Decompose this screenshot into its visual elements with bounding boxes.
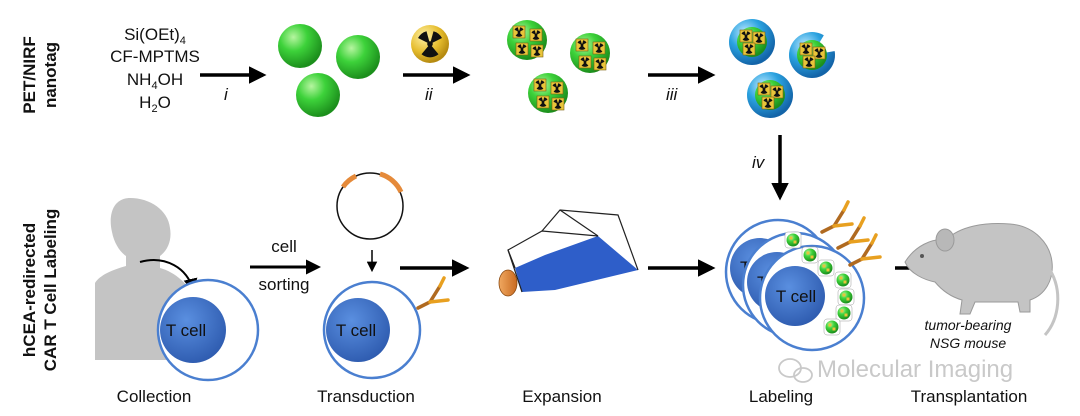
shelled-nanotag xyxy=(789,32,835,78)
top-row-label: PET/NIRF nanotag xyxy=(20,36,60,113)
flask-cap xyxy=(498,269,518,297)
bottom-row-label-line1: hCEA-redirected xyxy=(20,223,39,357)
step-captions: Collection Transduction Expansion Labeli… xyxy=(117,387,1028,406)
bound-nanotag xyxy=(823,318,841,336)
radioactive-icon xyxy=(411,25,449,63)
arrow-step-iv: iv xyxy=(752,135,789,201)
reagent-teos: Si(OEt)4 xyxy=(124,25,186,47)
labeled-car-t-cells: T T T cell xyxy=(724,200,882,352)
plasmid-vector xyxy=(336,171,404,273)
reagent-nh4oh: NH4OH xyxy=(127,70,183,92)
bound-nanotag xyxy=(801,246,819,264)
mouse-label-line1: tumor-bearing xyxy=(925,317,1012,333)
bound-nanotag xyxy=(834,271,852,289)
shelled-nanotag xyxy=(747,72,793,118)
cell-sorting-line2: sorting xyxy=(258,275,309,294)
caption-transduction: Transduction xyxy=(317,387,415,406)
bound-nanotag xyxy=(817,259,835,277)
arrow-step-ii: ii xyxy=(403,66,471,104)
bottom-row-label-line2: CAR T Cell Labeling xyxy=(41,209,60,371)
car-antibody xyxy=(416,276,450,310)
bound-nanotag xyxy=(835,304,853,322)
arrow-step-i: i xyxy=(200,66,267,104)
silica-sphere xyxy=(296,73,340,117)
shelled-nanotags xyxy=(729,19,835,118)
bound-nanotag xyxy=(837,288,855,306)
caption-collection: Collection xyxy=(117,387,192,406)
top-row-label-line1: PET/NIRF xyxy=(20,36,39,113)
wechat-icon xyxy=(778,358,813,383)
caption-labeling: Labeling xyxy=(749,387,813,406)
silica-nanoparticles xyxy=(278,24,380,117)
nanotag-sphere xyxy=(528,73,568,113)
step-ii-label: ii xyxy=(425,85,434,104)
car-antibody xyxy=(836,216,870,250)
nanotag-sphere xyxy=(507,20,547,60)
caption-transplantation: Transplantation xyxy=(911,387,1028,406)
watermark-text: Molecular Imaging xyxy=(817,356,1013,383)
mouse-silhouette xyxy=(904,223,1060,336)
reagent-water: H2O xyxy=(139,93,171,115)
silica-sphere xyxy=(278,24,322,68)
t-cell-label: T cell xyxy=(336,321,376,340)
radiolabeled-nanotags xyxy=(507,20,610,113)
step-iii-label: iii xyxy=(666,85,679,104)
cell-sorting-arrow: cell sorting xyxy=(250,237,321,294)
reagent-cf-mptms: CF-MPTMS xyxy=(110,47,200,66)
caption-expansion: Expansion xyxy=(522,387,601,406)
step-i-label: i xyxy=(224,85,229,104)
collected-t-cell: T cell xyxy=(156,278,260,382)
silica-sphere xyxy=(336,35,380,79)
car-antibody xyxy=(820,200,854,234)
bound-nanotag xyxy=(784,231,802,249)
shelled-nanotag xyxy=(729,19,775,65)
cell-sorting-line1: cell xyxy=(271,237,297,256)
top-row-label-line2: nanotag xyxy=(41,42,60,108)
t-cell-label: T cell xyxy=(166,321,206,340)
reagent-list: Si(OEt)4 CF-MPTMS NH4OH H2O xyxy=(110,25,200,115)
mouse-label-line2: NSG mouse xyxy=(930,335,1006,351)
arrow-step-iii: iii xyxy=(648,66,716,104)
culture-flask xyxy=(498,209,639,297)
nanotag-sphere xyxy=(570,33,610,73)
step-iv-label: iv xyxy=(752,153,766,172)
bottom-row-label: hCEA-redirected CAR T Cell Labeling xyxy=(20,209,60,371)
t-cell-label: T cell xyxy=(776,287,816,306)
watermark: Molecular Imaging xyxy=(778,356,1013,383)
transduced-t-cell: T cell xyxy=(322,276,450,380)
